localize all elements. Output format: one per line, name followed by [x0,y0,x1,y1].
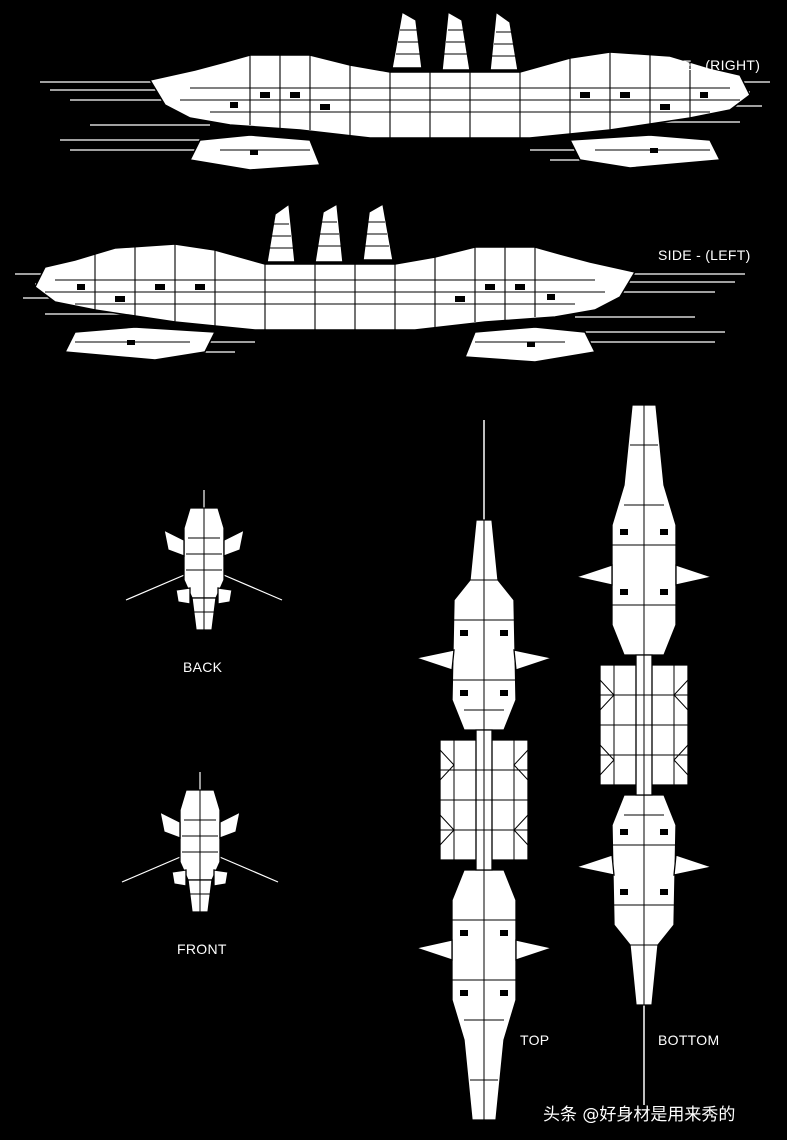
top-label: TOP [520,1032,550,1048]
side-left-view [14,203,746,363]
watermark: 头条 @好身材是用来秀的 [543,1105,736,1125]
bottom-view [575,404,713,1106]
bottom-label: BOTTOM [658,1032,720,1048]
top-view [415,419,553,1121]
side-right-label: SIDE - (RIGHT) [658,57,761,73]
front-label: FRONT [177,941,227,957]
back-label: BACK [183,659,223,675]
side-right-view [39,11,771,171]
front-view [121,771,279,913]
back-view [125,489,283,631]
side-left-label: SIDE - (LEFT) [658,247,751,263]
